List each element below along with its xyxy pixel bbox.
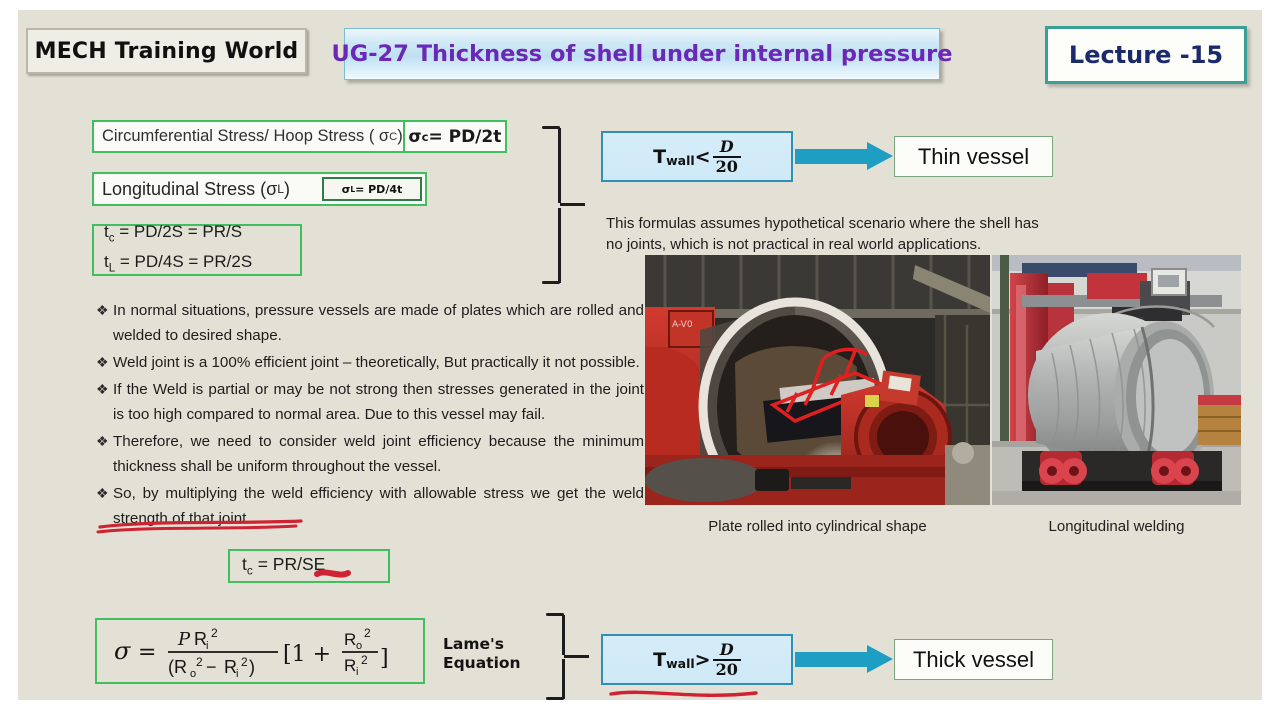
bullet-marker: ❖ [96,381,109,397]
bullet-text: Therefore, we need to consider weld join… [113,433,644,475]
svg-text:=: = [138,640,156,665]
brand-label: MECH Training World [34,38,299,64]
photo-caption-left: Plate rolled into cylindrical shape [708,518,927,535]
svg-text:2: 2 [364,626,371,640]
svg-text:i: i [356,666,358,678]
list-item: ❖ Therefore, we need to consider weld jo… [96,429,644,479]
thickness-longitudinal: tL = PD/4S = PR/2S [104,252,253,275]
svg-text:R: R [194,629,207,649]
bullet-marker: ❖ [96,354,109,370]
tc-prse-box: tc = PR/SE [228,549,390,583]
slide-title-banner: UG-27 Thickness of shell under internal … [331,28,953,80]
list-item: ❖ In normal situations, pressure vessels… [96,298,644,348]
thickness-circumferential: tc = PD/2S = PR/S [104,221,243,244]
list-item: ❖ So, by multiplying the weld efficiency… [96,481,644,531]
svg-text:o: o [190,668,196,679]
svg-text:2: 2 [211,626,218,640]
thick-fraction: D 20 [712,639,741,679]
svg-text:(R: (R [168,657,187,677]
thick-numerator: D [719,639,734,659]
bullet-list: ❖ In normal situations, pressure vessels… [96,298,644,533]
thick-arrow [795,645,893,674]
svg-text:i: i [236,668,238,679]
bullet-marker: ❖ [96,485,109,501]
red-underline-thick-condition [609,690,758,697]
lame-equation-box: σ = P R i 2 (R o 2 − R i 2 ) [1 + R o 2 … [95,618,425,684]
thin-t-symbol: T [653,145,667,168]
photo-caption-right: Longitudinal welding [1048,518,1185,535]
thick-t-symbol: T [653,648,667,671]
thin-arrow [795,142,893,171]
photo-longitudinal-welding [992,255,1241,505]
thick-t-subscript: wall [666,656,695,671]
thin-operator: < [694,145,711,168]
svg-text:A-V0: A-V0 [672,320,693,330]
thick-vessel-box: Thick vessel [894,639,1053,680]
svg-text:): ) [249,657,255,677]
lower-brace [544,610,590,703]
svg-text:]: ] [380,646,389,671]
lame-equation-label-text: Lame's Equation [443,635,521,672]
svg-text:2: 2 [361,653,368,667]
thin-denominator: 20 [715,156,738,176]
svg-text:R: R [344,630,356,649]
page-title: UG-27 Thickness of shell under internal … [331,41,953,67]
svg-text:R: R [344,656,356,675]
bullet-text: In normal situations, pressure vessels a… [113,302,644,344]
bullet-text: So, by multiplying the weld efficiency w… [113,485,644,527]
slide-canvas: MECH Training World UG-27 Thickness of s… [18,10,1262,700]
brand-badge: MECH Training World [26,28,307,74]
thin-t-subscript: wall [666,153,695,168]
lecture-badge: Lecture -15 [1045,26,1247,84]
bullet-text: If the Weld is partial or may be not str… [113,381,644,423]
thickness-formula-box: tc = PD/2S = PR/S tL = PD/4S = PR/2S [92,222,302,276]
svg-text:2: 2 [241,655,248,669]
thin-vessel-label: Thin vessel [917,143,1030,169]
lame-equation-graphic: σ = P R i 2 (R o 2 − R i 2 ) [1 + R o 2 … [114,626,389,679]
thick-vessel-label: Thick vessel [912,646,1035,672]
upper-brace [540,122,586,288]
svg-text:σ: σ [114,637,131,665]
svg-text:2: 2 [196,655,203,669]
lame-equation-label: Lame's Equation [443,635,553,673]
photo-plate-rolling: A-V0 [645,255,990,505]
assumption-note: This formulas assumes hypothetical scena… [606,215,1039,253]
svg-text:P: P [177,629,191,650]
svg-text:R: R [224,657,237,677]
svg-text:i: i [206,640,208,652]
thin-vessel-box: Thin vessel [894,136,1053,177]
bullet-marker: ❖ [96,433,109,449]
thick-denominator: 20 [715,659,738,679]
list-item: ❖ Weld joint is a 100% efficient joint –… [96,350,644,375]
bullet-text: Weld joint is a 100% efficient joint – t… [113,354,640,371]
lecture-label: Lecture -15 [1068,41,1224,69]
list-item: ❖ If the Weld is partial or may be not s… [96,377,644,427]
bullet-marker: ❖ [96,302,109,318]
svg-text:[1 +: [1 + [283,642,331,667]
thin-numerator: D [719,136,734,156]
svg-text:−: − [206,657,217,677]
thick-operator: > [694,648,711,671]
thin-fraction: D 20 [712,136,741,176]
svg-text:o: o [356,640,362,652]
tc-prse-formula: tc = PR/SE [242,554,326,578]
